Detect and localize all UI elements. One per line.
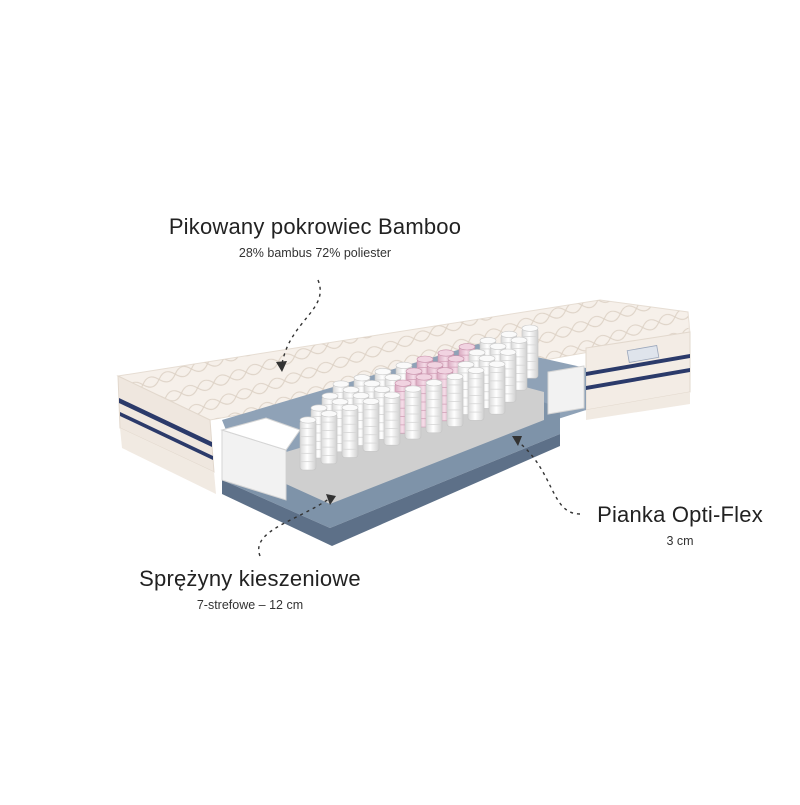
spring-white bbox=[341, 404, 359, 458]
spring-white bbox=[362, 397, 380, 452]
arrow-foam bbox=[515, 439, 581, 515]
cover-label: Pikowany pokrowiec Bamboo 28% bambus 72%… bbox=[150, 214, 480, 262]
arrow-springs bbox=[258, 497, 331, 557]
spring-white bbox=[320, 410, 338, 465]
foam-label: Pianka Opti-Flex 3 cm bbox=[580, 502, 780, 550]
spring-white bbox=[488, 360, 506, 415]
pocket-springs bbox=[299, 324, 539, 471]
spring-white bbox=[467, 366, 485, 421]
cover-subtitle: 28% bambus 72% poliester bbox=[238, 246, 392, 260]
cover-title: Pikowany pokrowiec Bamboo bbox=[168, 214, 462, 239]
springs-title: Sprężyny kieszeniowe bbox=[139, 566, 361, 591]
spring-white bbox=[404, 385, 422, 440]
callout-arrows bbox=[258, 279, 581, 557]
spring-white bbox=[425, 379, 443, 434]
arrow-heads bbox=[276, 361, 522, 505]
spring-white bbox=[383, 391, 401, 446]
springs-label: Sprężyny kieszeniowe 7-strefowe – 12 cm bbox=[110, 566, 390, 614]
springs-subtitle: 7-strefowe – 12 cm bbox=[196, 598, 304, 612]
foam-subtitle: 3 cm bbox=[666, 534, 694, 548]
edge-band bbox=[119, 345, 690, 460]
spring-white bbox=[446, 373, 464, 427]
spring-white bbox=[299, 416, 317, 471]
foam-title: Pianka Opti-Flex bbox=[597, 502, 763, 527]
arrow-cover bbox=[281, 279, 321, 365]
